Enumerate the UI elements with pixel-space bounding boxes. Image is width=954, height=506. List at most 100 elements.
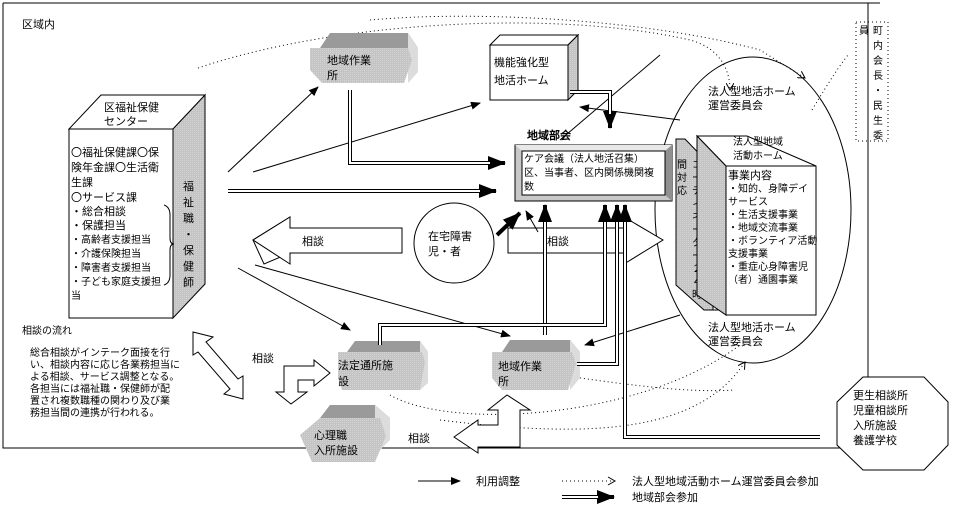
svg-text:・生活支援事業: ・生活支援事業 [728, 208, 798, 221]
svg-text:会: 会 [873, 54, 883, 67]
town-committee-box: 員 町 内 会 長 ・ 民 生 委 [855, 21, 889, 142]
svg-text:保: 保 [183, 243, 194, 257]
region-frame [2, 2, 880, 449]
svg-text:当: 当 [71, 289, 81, 302]
svg-text:員: 員 [859, 25, 869, 37]
svg-text:相談: 相談 [302, 234, 324, 248]
legend: 利用調整 法人型地域活動ホーム運営委員会参加 地域部会参加 [418, 474, 819, 504]
svg-text:務担当間の連携が行われる。: 務担当間の連携が行われる。 [30, 406, 160, 419]
psych-facility: 心理職 入所施設 [300, 405, 390, 462]
svg-text:応: 応 [677, 184, 687, 197]
svg-text:対: 対 [677, 171, 687, 184]
work-site-bottom: 地域作業 所 [492, 340, 580, 390]
corp-committee-bottom-2: 運営委員会 [708, 334, 763, 348]
svg-text:・ボランティア活動: ・ボランティア活動 [728, 234, 817, 247]
svg-text:健: 健 [183, 260, 194, 273]
bent-arrow-legal [274, 358, 331, 405]
work-site-top: 地域作業 所 [310, 33, 418, 83]
svg-text:長: 長 [873, 70, 883, 82]
svg-text:区、当事者、区内関係機関複: 区、当事者、区内関係機関複 [524, 166, 654, 179]
region-label: 区域内 [22, 17, 55, 31]
svg-text:地域作業: 地域作業 [327, 54, 371, 67]
svg-text:委: 委 [873, 129, 883, 142]
legal-facility: 法定通所施 設 [338, 341, 428, 390]
home-resident-circle: 在宅障害 児・者 [413, 202, 495, 284]
regional-council-title: 地域部会 [527, 128, 572, 142]
svg-text:師: 師 [183, 276, 194, 289]
svg-text:地域作業: 地域作業 [498, 360, 542, 373]
external-agencies-octagon: 更生相談所 児童相談所 入所施設 養護学校 [836, 376, 949, 471]
svg-text:間: 間 [677, 159, 687, 171]
svg-text:〇福祉保健課〇保: 〇福祉保健課〇保 [71, 145, 159, 159]
svg-text:祉: 祉 [183, 196, 194, 209]
corp-committee-top-2: 運営委員会 [708, 98, 763, 112]
legend-usage-label: 利用調整 [476, 474, 520, 488]
svg-text:〇サービス課: 〇サービス課 [71, 190, 137, 204]
svg-text:・子ども家庭支援担: ・子ども家庭支援担 [71, 275, 161, 288]
svg-text:（者）通園事業: （者）通園事業 [728, 273, 798, 286]
svg-text:総合相談がインテーク面接を行: 総合相談がインテーク面接を行 [30, 346, 170, 359]
corp-committee-top: 法人型地活ホーム [708, 84, 796, 98]
svg-text:生: 生 [873, 114, 883, 127]
svg-text:所: 所 [327, 69, 338, 82]
svg-text:養護学校: 養護学校 [853, 433, 897, 447]
svg-text:・総合相談: ・総合相談 [71, 204, 126, 218]
svg-text:心理職: 心理職 [314, 429, 347, 442]
svg-text:設: 設 [338, 374, 349, 388]
svg-text:民: 民 [873, 100, 883, 112]
svg-text:区福祉保健: 区福祉保健 [104, 100, 159, 114]
svg-text:・: ・ [873, 86, 883, 97]
consult-arrow-left: 相談 [252, 216, 403, 265]
svg-text:・地域交流事業: ・地域交流事業 [728, 221, 798, 234]
svg-text:事業内容: 事業内容 [728, 168, 772, 182]
svg-text:相談: 相談 [547, 234, 569, 248]
welfare-side-label: 福 祉 職 ・ 保 健 師 [183, 179, 194, 289]
svg-text:町: 町 [873, 26, 883, 37]
svg-text:・知的、身障デイ: ・知的、身障デイ [728, 182, 808, 195]
svg-text:入所施設: 入所施設 [853, 418, 897, 432]
svg-text:所: 所 [498, 375, 509, 388]
svg-text:在宅障害: 在宅障害 [428, 229, 472, 243]
svg-text:入所施設: 入所施設 [314, 443, 358, 457]
corp-home-box: 法人型地域 活動ホーム 事業内容 ・知的、身障デイ サービス ・生活支援事業 ・… [695, 134, 817, 316]
consult-label-lower-mid: 相談 [408, 431, 430, 445]
svg-text:センター: センター [104, 115, 148, 128]
svg-text:い、相談内容に応じ各業務担当に: い、相談内容に応じ各業務担当に [30, 358, 180, 371]
svg-text:・保護担当: ・保護担当 [71, 218, 126, 232]
svg-text:児童相談所: 児童相談所 [853, 403, 908, 417]
svg-text:よる相談、サービス調整となる。: よる相談、サービス調整となる。 [30, 370, 179, 383]
svg-text:置され複数職種の関わり及び業: 置され複数職種の関わり及び業 [30, 394, 170, 407]
consult-label-lower-left: 相談 [252, 351, 274, 365]
svg-text:児・者: 児・者 [428, 245, 461, 258]
svg-text:内: 内 [873, 39, 883, 52]
enhanced-home-box: 機能強化型 地活ホーム [488, 33, 580, 102]
care-meeting-box: ケア会議（法人地活召集） 区、当事者、区内関係機関複 数 [514, 144, 673, 202]
svg-text:更生相談所: 更生相談所 [853, 388, 908, 402]
legend-council-label: 地域部会参加 [632, 490, 698, 504]
double-arrow-lower-left [192, 331, 244, 400]
svg-text:・障害者支援担当: ・障害者支援担当 [71, 261, 151, 274]
welfare-center-box: 区福祉保健 センター 〇福祉保健課〇保 険年金課〇生活衛 生課 〇サービス課 ・… [67, 93, 207, 320]
svg-text:活動ホーム: 活動ホーム [733, 149, 783, 162]
svg-text:機能強化型: 機能強化型 [494, 55, 549, 69]
corp-home-ellipse [654, 56, 852, 364]
svg-text:法定通所施: 法定通所施 [338, 358, 393, 372]
corp-committee-bottom: 法人型地活ホーム [708, 320, 796, 334]
council-participation-arrows [228, 90, 820, 439]
bent-arrow-bottom [453, 394, 532, 454]
svg-text:ケア会議（法人地活召集）: ケア会議（法人地活召集） [524, 152, 644, 165]
svg-text:・: ・ [183, 228, 194, 241]
svg-text:支援事業: 支援事業 [728, 247, 768, 260]
svg-text:福: 福 [183, 179, 194, 193]
svg-text:地活ホーム: 地活ホーム [494, 74, 549, 87]
svg-text:・介護保険担当: ・介護保険担当 [71, 247, 141, 260]
svg-text:・高齢者支援担当: ・高齢者支援担当 [71, 233, 151, 246]
svg-text:サービス: サービス [728, 196, 768, 208]
consult-arrow-right: 相談 [507, 216, 664, 265]
svg-text:相談の流れ: 相談の流れ [22, 324, 72, 337]
legend-committee-label: 法人型地域活動ホーム運営委員会参加 [632, 474, 819, 488]
svg-text:生課: 生課 [71, 175, 93, 189]
svg-text:各担当には福祉職・保健師が配: 各担当には福祉職・保健師が配 [30, 382, 170, 395]
svg-text:・重症心身障害児: ・重症心身障害児 [728, 260, 808, 273]
